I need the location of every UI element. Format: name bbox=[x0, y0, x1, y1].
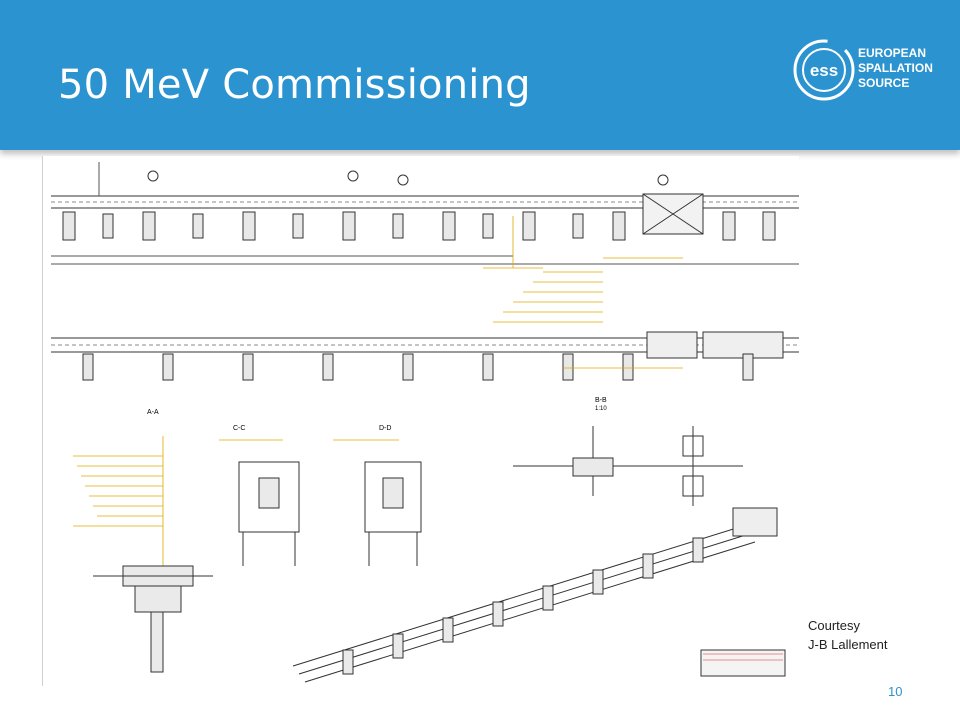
logo-line-1: EUROPEAN bbox=[858, 46, 927, 60]
section-cc-label: C-C bbox=[233, 425, 245, 432]
ess-logo-mark: ess bbox=[810, 61, 838, 80]
slide-title: 50 MeV Commissioning bbox=[58, 62, 531, 108]
logo-line-2: SPALLATION bbox=[858, 61, 933, 75]
section-bb-scale: 1:10 bbox=[595, 406, 607, 412]
ess-logo-wordmark: EUROPEAN SPALLATION SOURCE bbox=[858, 46, 933, 91]
credit-line-1: Courtesy bbox=[808, 618, 861, 633]
ess-logo-icon: ess bbox=[793, 39, 855, 101]
section-dd-label: D-D bbox=[379, 425, 391, 432]
section-aa-label: A-A bbox=[147, 409, 159, 416]
logo-line-3: SOURCE bbox=[858, 76, 910, 90]
image-credit: Courtesy J-B Lallement bbox=[808, 616, 887, 654]
layout-drawing-svg: A-A C-C D-D B-B bbox=[51, 162, 799, 683]
slide-header: 50 MeV Commissioning ess EUROPEAN SPALLA… bbox=[0, 0, 960, 150]
ess-logo: ess EUROPEAN SPALLATION SOURCE bbox=[792, 34, 952, 114]
technical-drawing: A-A C-C D-D B-B bbox=[42, 156, 799, 686]
section-bb-label: B-B bbox=[595, 397, 607, 404]
page-number: 10 bbox=[888, 684, 903, 699]
credit-author: J-B Lallement bbox=[808, 637, 888, 652]
